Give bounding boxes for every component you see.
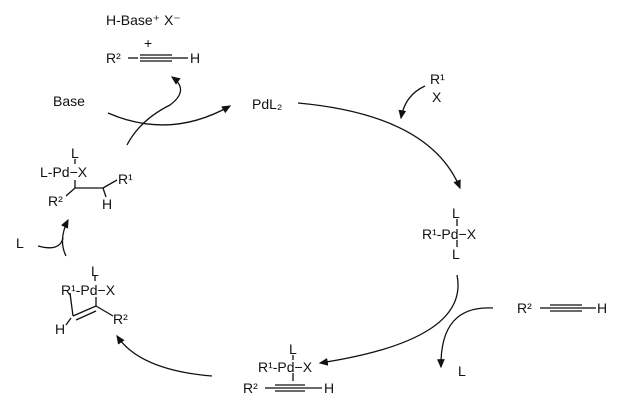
released-ligand: L — [458, 363, 466, 379]
arc-oxidative-addition — [297, 102, 461, 190]
top-alkyne-bond — [128, 54, 188, 62]
arc-insertion — [116, 334, 213, 377]
arc-ligand-coordination — [61, 218, 69, 257]
plus-sign: + — [144, 35, 153, 51]
base-label: Base — [53, 93, 85, 109]
oa-complex-top-l: L — [452, 205, 460, 221]
aryl-halide-r: R¹ — [430, 71, 445, 87]
pi-complex-center: R¹-Pd−X — [258, 359, 313, 375]
alkyne-reagent-r: R² — [517, 300, 532, 316]
elim-complex-center: L-Pd−X — [40, 164, 88, 180]
elim-complex-h: H — [102, 196, 113, 212]
elim-complex-top-l: L — [71, 145, 79, 161]
alkyne-reagent-h: H — [597, 300, 608, 316]
top-alkyne-r: R² — [106, 50, 121, 66]
arc-alkyne-in-ligand-out — [436, 307, 494, 369]
reagent-alkyne-bond — [540, 304, 596, 312]
catalyst-label: PdL₂ — [252, 96, 283, 112]
elim-complex-r1: R¹ — [118, 171, 133, 187]
arc-to-salt — [126, 76, 182, 146]
pi-complex-top-l: L — [289, 341, 297, 357]
top-alkyne-h: H — [190, 50, 201, 66]
salt-label: H-Base⁺ X⁻ — [106, 12, 181, 28]
arc-ligand-exchange — [318, 274, 459, 366]
pi-complex-alkyne-h: H — [324, 380, 335, 396]
elim-complex-r2: R² — [48, 193, 63, 209]
insertion-complex-top-l: L — [91, 263, 99, 279]
aryl-halide-x: X — [432, 89, 442, 105]
arc-ligand-left-in — [37, 237, 64, 249]
oa-complex-bottom-l: L — [452, 246, 460, 262]
ligand-left-label: L — [16, 235, 24, 251]
pi-complex-alkyne-r: R² — [243, 380, 258, 396]
insertion-complex-r2: R² — [113, 311, 128, 327]
insertion-complex-h: H — [55, 321, 66, 337]
arc-aryl-halide-in — [398, 85, 426, 120]
insertion-complex-center: R¹-Pd−X — [61, 282, 116, 298]
arc-base-to-pdl2 — [107, 105, 232, 126]
oa-complex-center: R¹-Pd−X — [422, 226, 477, 242]
pi-complex-alkyne-bond — [265, 384, 322, 392]
